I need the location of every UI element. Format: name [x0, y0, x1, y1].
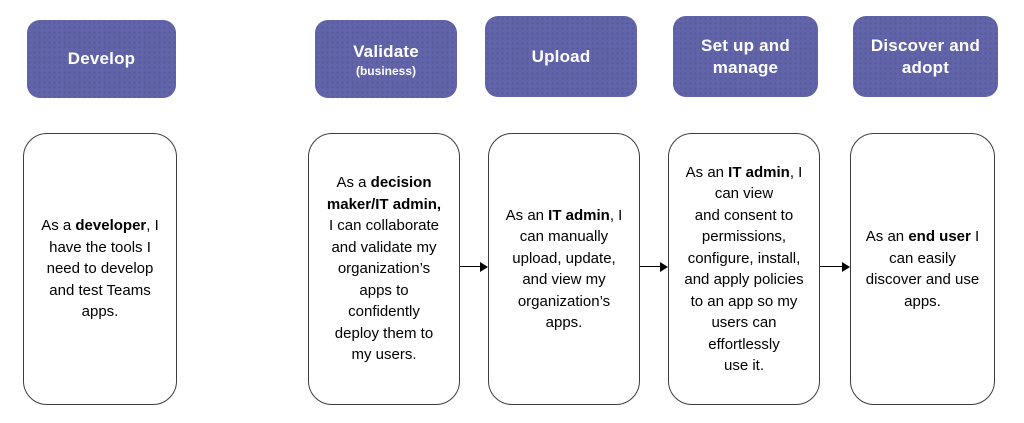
stage-header-set-up-and-manage: Set up and manage [673, 16, 818, 97]
stage-header-discover-and-adopt: Discover and adopt [853, 16, 998, 97]
stage-card-text: As an end user I can easily discover and… [865, 228, 980, 310]
stage-card-upload: As an IT admin, I can manually upload, u… [488, 133, 640, 405]
stage-header-develop: Develop [27, 20, 176, 98]
stage-header-upload: Upload [485, 16, 637, 97]
stage-card-text: As an IT admin, I can view and consent t… [684, 163, 804, 375]
stage-card-validate: As a decision maker/IT admin, I can coll… [308, 133, 460, 405]
stage-card-text: As a decision maker/IT admin, I can coll… [326, 174, 442, 364]
arrow-right-icon [460, 260, 488, 273]
stage-header-title: Validate [353, 41, 419, 61]
stage-card-discover-and-adopt: As an end user I can easily discover and… [850, 133, 995, 405]
stage-header-title: Upload [531, 46, 591, 66]
stage-card-text: As an IT admin, I can manually upload, u… [505, 206, 623, 332]
stage-header-validate: Validate (business) [315, 20, 457, 98]
stage-header-title: Discover and adopt [870, 35, 981, 77]
stage-card-develop: As a developer, I have the tools I need … [23, 133, 177, 405]
arrow-right-icon [640, 260, 668, 273]
stage-header-title: Develop [67, 49, 136, 68]
stage-card-set-up-and-manage: As an IT admin, I can view and consent t… [668, 133, 820, 405]
stage-card-text: As a developer, I have the tools I need … [41, 217, 159, 321]
stage-header-subtitle: (business) [355, 63, 416, 78]
arrow-right-icon [820, 260, 850, 273]
stage-header-title: Set up and manage [701, 35, 790, 77]
